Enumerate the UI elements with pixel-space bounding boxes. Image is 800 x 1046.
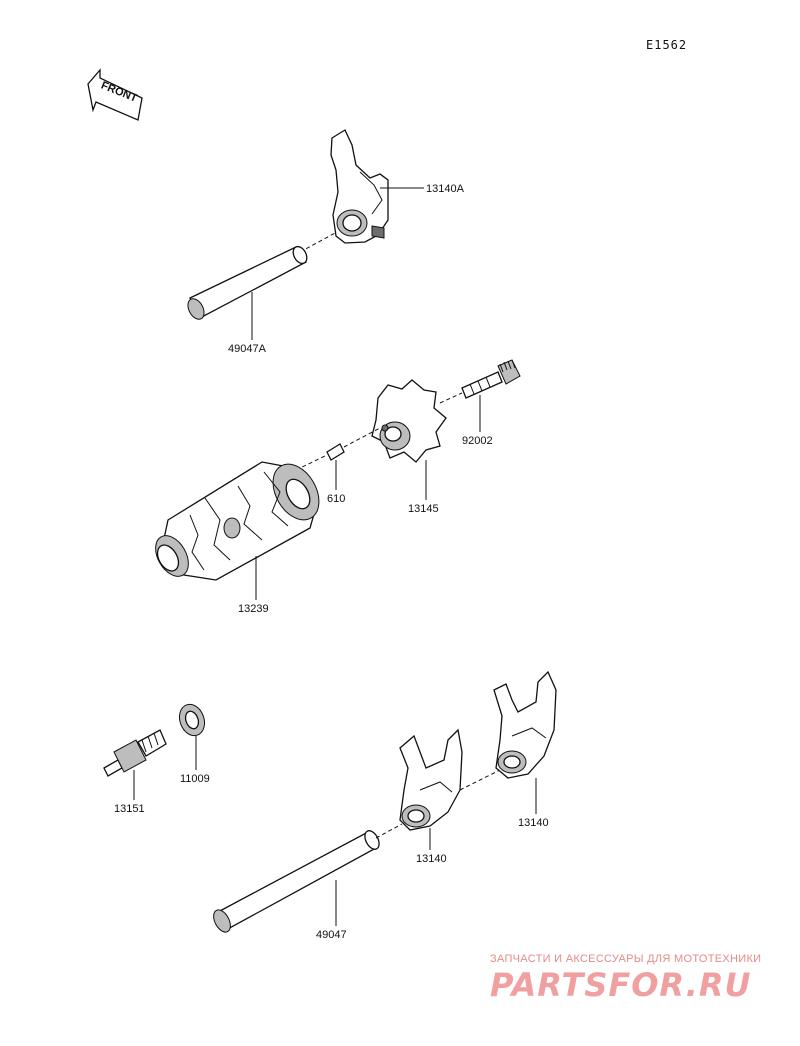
drawing-id: E1562	[646, 38, 687, 52]
part-label-92002: 92002	[462, 435, 493, 447]
bolt-92002	[461, 359, 521, 399]
shift-fork-13140-left	[399, 728, 463, 831]
alignment-line	[439, 392, 463, 404]
shift-rod-49047a	[187, 245, 308, 320]
watermark-subtitle: ЗАПЧАСТИ И АКСЕССУАРЫ ДЛЯ МОТОТЕХНИКИ	[490, 953, 761, 965]
neutral-switch-13151	[103, 729, 167, 777]
shift-fork-13140-right	[493, 670, 557, 779]
part-label-610: 610	[327, 493, 345, 505]
part-label-49047a: 49047A	[228, 343, 267, 355]
part-label-13140-left: 13140	[416, 853, 447, 865]
alignment-line	[295, 454, 328, 471]
watermark: ЗАПЧАСТИ И АКСЕССУАРЫ ДЛЯ МОТОТЕХНИКИ PA…	[490, 953, 761, 1004]
part-label-11009: 11009	[180, 773, 210, 785]
shift-drum-13239	[155, 461, 320, 581]
watermark-brand: PARTSFOR.RU	[490, 966, 751, 1004]
pin-610	[326, 443, 345, 461]
part-label-13239: 13239	[238, 603, 269, 615]
part-label-49047: 49047	[316, 929, 347, 941]
alignment-line	[459, 769, 501, 791]
shift-fork-13140a	[330, 129, 389, 244]
front-arrow-icon: FRONT	[87, 68, 143, 121]
part-label-13145: 13145	[408, 503, 439, 515]
part-label-13151: 13151	[114, 803, 145, 815]
part-label-13140-right: 13140	[518, 817, 549, 829]
alignment-line	[299, 231, 338, 253]
shift-cam-13145	[371, 379, 447, 463]
part-label-13140a: 13140A	[426, 183, 465, 195]
washer-11009	[178, 703, 206, 737]
alignment-line	[375, 823, 403, 839]
shift-rod-49047	[213, 830, 380, 933]
